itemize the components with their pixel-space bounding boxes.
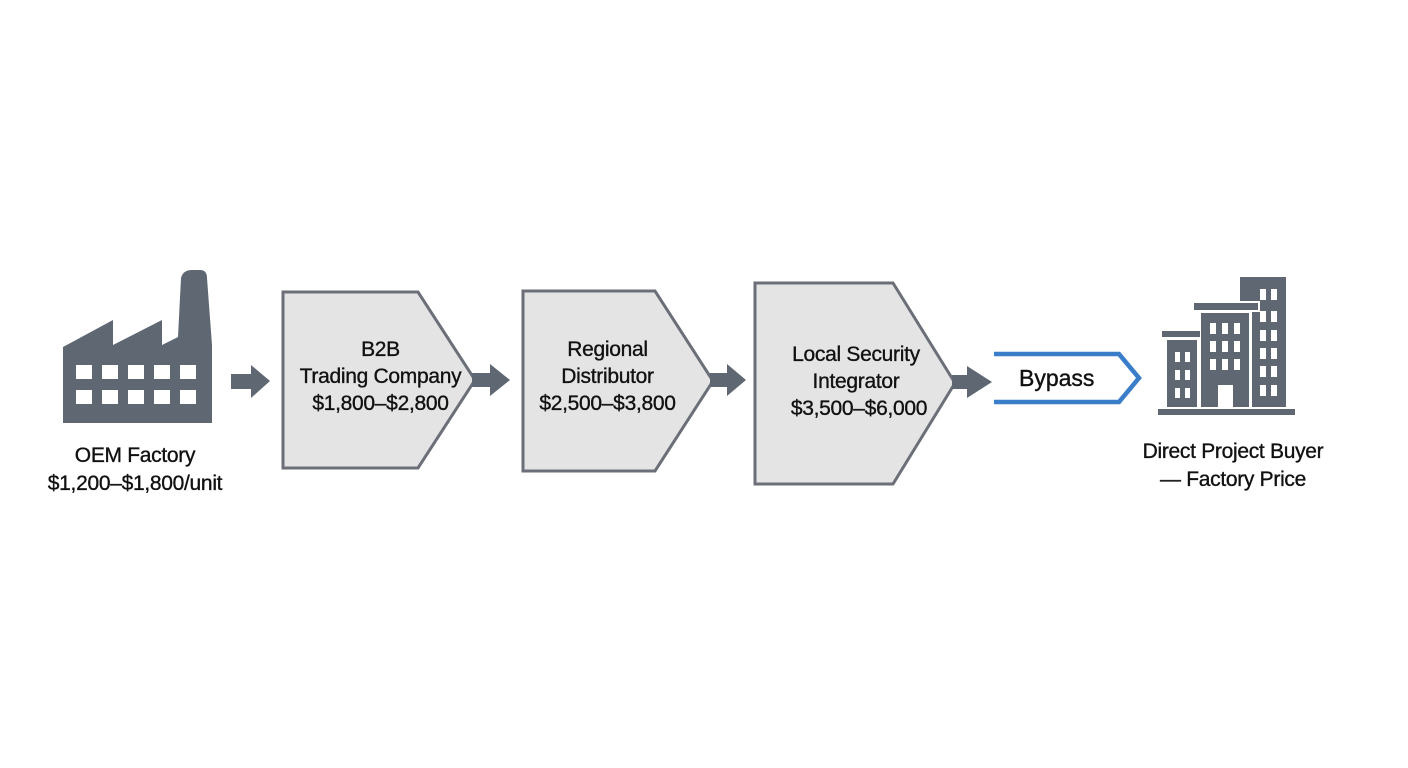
stage-price: $1,800–$2,800 [312,392,449,415]
stage-box-trading-company [281,290,477,470]
bypass-label: Bypass [1019,365,1095,391]
arrow-factory-to-trading [231,365,270,398]
source-price: $1,200–$1,800/unit [47,472,223,495]
arrow-trading-to-distributor [472,364,510,396]
stage-box-regional-distributor [521,289,715,473]
arrow-distributor-to-integrator [710,364,746,396]
stage-text-local-integrator: Local Security Integrator $3,500–$6,000 [756,341,956,422]
stage-line2: Trading Company [299,365,462,388]
stage-line2: Integrator [812,370,900,393]
stage-line1: B2B [361,338,400,361]
destination-line1: Direct Project Buyer [1142,440,1324,463]
office-buildings-icon [1158,277,1295,415]
stage-price: $3,500–$6,000 [790,397,928,420]
stage-box-local-integrator [753,281,957,486]
stage-line1: Regional [567,338,648,361]
source-label: OEM Factory $1,200–$1,800/unit [20,442,250,498]
source-name: OEM Factory [74,444,196,467]
destination-label: Direct Project Buyer — Factory Price [1118,438,1348,494]
bypass-chevron [994,351,1142,405]
stage-text-regional-distributor: Regional Distributor $2,500–$3,800 [510,336,705,417]
factory-icon [63,270,212,423]
stage-price: $2,500–$3,800 [539,392,676,415]
destination-line2: — Factory Price [1159,468,1307,491]
stage-line1: Local Security [792,343,920,366]
arrow-integrator-to-bypass [952,366,992,398]
stage-line2: Distributor [561,365,654,388]
stage-text-trading-company: B2B Trading Company $1,800–$2,800 [283,336,478,417]
